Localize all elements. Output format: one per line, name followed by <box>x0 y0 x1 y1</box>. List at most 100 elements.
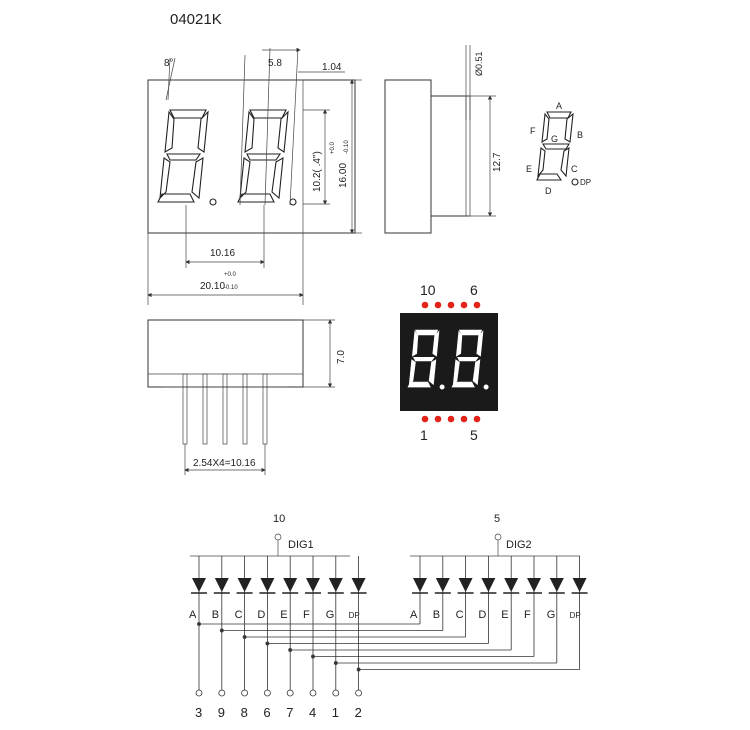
bottom-pin-1: 1 <box>332 705 339 720</box>
total-width-tol-plus: +0.0 <box>224 272 237 278</box>
dig2-seg-label-4: E <box>501 609 508 621</box>
bus-node-0 <box>197 622 201 626</box>
legend-f: F <box>530 126 536 136</box>
photo-digit-2 <box>451 329 489 390</box>
bottom-pin-9: 9 <box>218 705 225 720</box>
dig1-seg-label-3: D <box>257 609 265 621</box>
dig1-diode-1 <box>214 578 229 592</box>
dig2-diode-2 <box>458 578 473 592</box>
display-photo: 10 6 <box>400 282 498 443</box>
dig2-seg-label-7: DP <box>570 611 581 620</box>
pin-terminal-7 <box>355 689 363 697</box>
bottom-pin-4: 4 <box>309 705 316 720</box>
dig1-diode-3 <box>260 578 275 592</box>
dig2-diode-7 <box>572 578 587 592</box>
legend-a: A <box>556 101 562 111</box>
dig2-seg-label-2: C <box>456 609 464 621</box>
angle-label: 8° <box>164 58 174 69</box>
dig1-seg-label-7: DP <box>349 611 360 620</box>
side-view: 12.7 Ø0.51 <box>384 45 503 234</box>
dig1-seg-label-5: F <box>303 609 310 621</box>
dig1-diode-0 <box>192 578 206 592</box>
pin-terminal-2 <box>241 689 249 697</box>
bus-wires <box>195 604 580 697</box>
bus-node-5 <box>311 654 315 659</box>
front-view: 8° 5.8 1.04 10.16 20.10 +0.0 -0.10 10.2(… <box>147 47 362 305</box>
top-pin-dots <box>421 301 481 309</box>
front-digit-1 <box>157 109 217 206</box>
depth-label: 7.0 <box>336 350 347 364</box>
photo-pin-10: 10 <box>420 282 436 298</box>
dig1-diode-2 <box>237 578 252 592</box>
dig2-diode-0 <box>413 578 427 592</box>
part-number: 04021K <box>170 11 222 28</box>
dig2-pin-number: 5 <box>494 513 500 525</box>
dig1-seg-label-4: E <box>280 609 287 621</box>
segment-legend: A B C D E F G DP <box>526 101 591 196</box>
photo-pin-1: 1 <box>420 427 428 443</box>
dig2-diode-1 <box>435 578 450 592</box>
dig1-diode-6 <box>328 578 343 592</box>
pin-terminal-5 <box>309 689 317 697</box>
bus-node-2 <box>242 635 247 639</box>
photo-pin-6: 6 <box>470 282 478 298</box>
seg-width-label: 5.8 <box>268 58 282 69</box>
digit-height-label: 10.2( .4") <box>312 151 323 192</box>
bus-node-4 <box>288 648 293 652</box>
dig2-diodes <box>412 556 588 604</box>
front-body-outline <box>147 79 356 234</box>
total-height-tol-minus: -0.10 <box>344 140 350 154</box>
front-digit-2 <box>237 109 297 206</box>
pin-terminal-0 <box>195 689 203 697</box>
digit-pitch-label: 10.16 <box>210 248 235 259</box>
dig1-diode-4 <box>283 578 298 592</box>
pin-terminal-1 <box>218 689 226 697</box>
dig2-seg-label-3: D <box>478 609 486 621</box>
bottom-pin-3: 3 <box>195 705 202 720</box>
dig1-diodes <box>191 556 367 604</box>
bottom-pin-dots <box>421 415 481 423</box>
bus-node-7 <box>356 667 361 672</box>
dig2-diode-6 <box>549 578 564 592</box>
total-height-label: 16.00 <box>338 163 349 188</box>
bus-node-6 <box>333 661 338 665</box>
dig1-diode-5 <box>306 578 320 592</box>
seg-gap-label: 1.04 <box>322 62 342 73</box>
total-width-tol-minus: -0.10 <box>224 285 238 291</box>
dig2-seg-label-6: G <box>547 609 556 621</box>
dig1-seg-label-2: C <box>235 609 243 621</box>
bottom-pin-8: 8 <box>241 705 248 720</box>
dig2-seg-label-1: B <box>433 609 440 621</box>
legend-d: D <box>545 186 552 196</box>
photo-pin-5: 5 <box>470 427 478 443</box>
pin-length-label: 12.7 <box>492 152 503 172</box>
legend-c: C <box>571 164 578 174</box>
pin-terminal-3 <box>263 689 271 697</box>
bottom-pin-2: 2 <box>355 705 362 720</box>
legend-dp: DP <box>580 178 591 187</box>
pin-terminal-4 <box>286 689 294 697</box>
dig2-seg-label-5: F <box>524 609 531 621</box>
photo-digit-1 <box>407 329 445 390</box>
pin-spacing-label: 2.54X4=10.16 <box>193 458 256 469</box>
bottom-pin-7: 7 <box>286 705 293 720</box>
common-anode-lines <box>190 533 580 557</box>
bottom-pin-6: 6 <box>263 705 270 720</box>
dig2-diode-4 <box>504 578 519 592</box>
total-height-tol-plus: +0.0 <box>330 141 336 154</box>
dig2-diode-5 <box>527 578 541 592</box>
total-width-label: 20.10 <box>200 281 225 292</box>
dig2-label: DIG2 <box>506 539 532 551</box>
bus-node-3 <box>265 641 270 646</box>
legend-g: G <box>551 134 558 144</box>
dig1-diode-7 <box>351 578 366 592</box>
dig1-seg-label-0: A <box>189 609 197 621</box>
pin-diameter-label: Ø0.51 <box>474 51 484 76</box>
dig2-diode-3 <box>481 578 496 592</box>
dig1-pin-number: 10 <box>273 513 285 525</box>
